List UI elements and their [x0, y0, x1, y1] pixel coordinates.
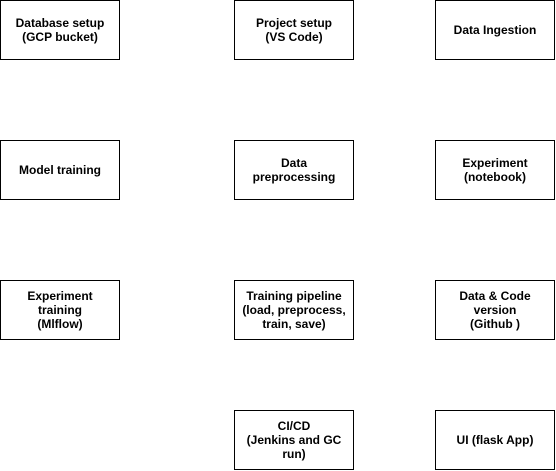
node-experiment-training: Experiment training (Mlflow): [0, 280, 120, 340]
node-data-code-version-label: Data & Code version (Github ): [459, 289, 531, 331]
node-data-ingestion: Data Ingestion: [435, 0, 555, 60]
node-ui-flask-app: UI (flask App): [435, 410, 555, 470]
node-training-pipeline-label: Training pipeline (load, preprocess, tra…: [242, 289, 346, 331]
node-project-setup-label: Project setup (VS Code): [255, 16, 333, 44]
node-database-setup-label: Database setup (GCP bucket): [15, 16, 105, 44]
node-model-training-label: Model training: [19, 163, 101, 177]
node-experiment-notebook: Experiment (notebook): [435, 140, 555, 200]
node-model-training: Model training: [0, 140, 120, 200]
node-data-ingestion-label: Data Ingestion: [453, 23, 537, 37]
node-ui-flask-app-label: UI (flask App): [456, 433, 534, 447]
node-data-preprocessing: Data preprocessing: [234, 140, 354, 200]
node-project-setup: Project setup (VS Code): [234, 0, 354, 60]
node-data-code-version: Data & Code version (Github ): [435, 280, 555, 340]
node-ci-cd-label: CI/CD (Jenkins and GC run): [246, 419, 342, 461]
node-experiment-training-label: Experiment training (Mlflow): [27, 289, 93, 331]
node-experiment-notebook-label: Experiment (notebook): [462, 156, 528, 184]
node-ci-cd: CI/CD (Jenkins and GC run): [234, 410, 354, 470]
node-training-pipeline: Training pipeline (load, preprocess, tra…: [234, 280, 354, 340]
node-data-preprocessing-label: Data preprocessing: [252, 156, 336, 184]
node-database-setup: Database setup (GCP bucket): [0, 0, 120, 60]
